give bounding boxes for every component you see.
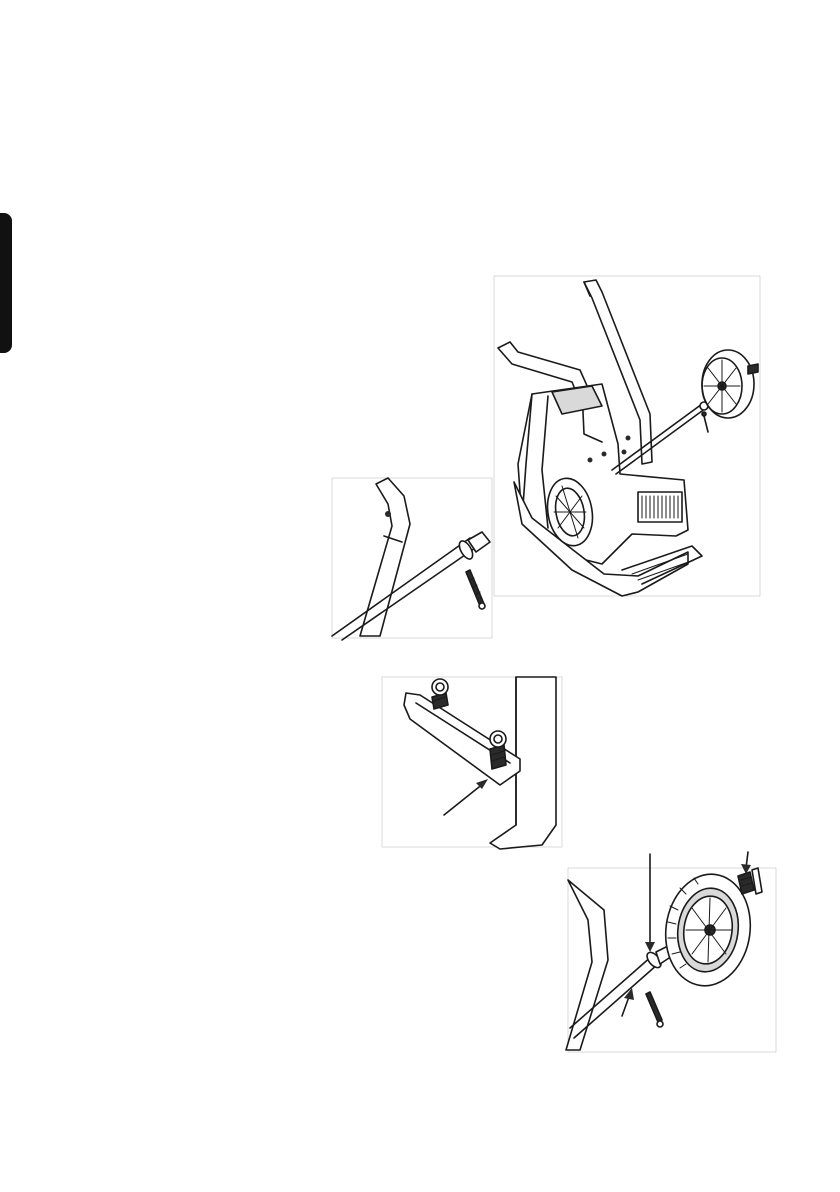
assembled-machine-illustration <box>492 274 762 604</box>
bolt-bracket-detail-illustration <box>380 675 565 850</box>
wheel-mount-detail-illustration <box>560 850 780 1055</box>
axle-pin-detail-illustration <box>330 476 495 641</box>
section-side-tab <box>0 213 12 353</box>
